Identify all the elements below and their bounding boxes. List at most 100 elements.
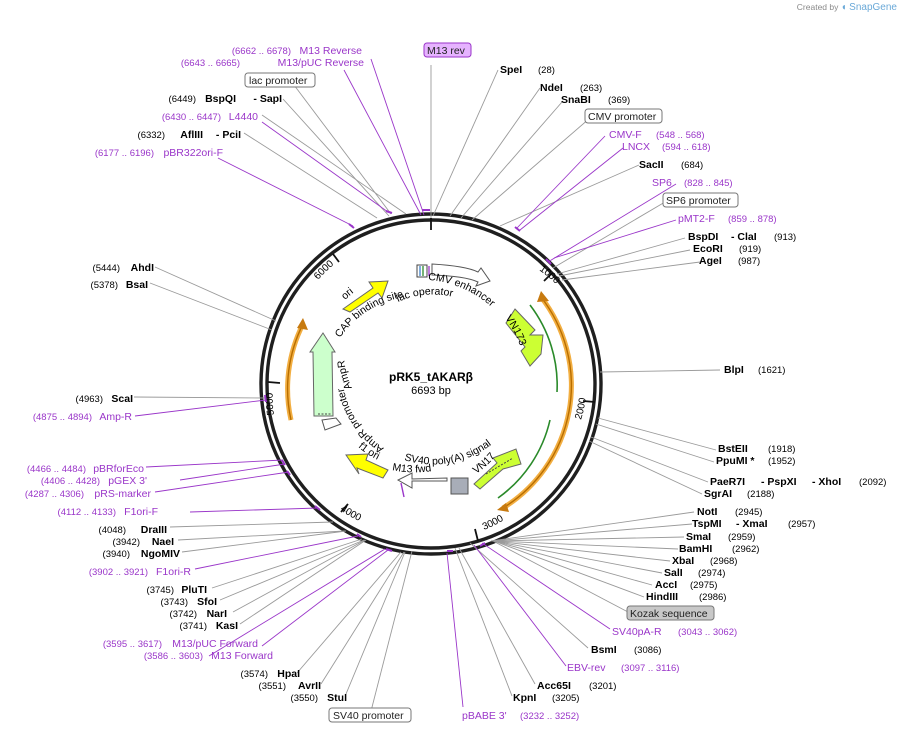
svg-text:(3745): (3745) (147, 585, 174, 596)
lac-promoter-box[interactable]: lac promoter (244, 72, 316, 88)
plasmid-length: 6693 bp (411, 385, 451, 397)
svg-text:(987): (987) (738, 256, 760, 267)
primer-m13-forward: M13 Forward (211, 650, 273, 662)
site-paer7i: PaeR7I (710, 476, 745, 488)
svg-text:(3551): (3551) (259, 681, 286, 692)
primer-m13puc-reverse: M13/pUC Reverse (278, 57, 365, 69)
m13-fwd-label: M13 fwd (391, 461, 432, 475)
svg-text:(3741): (3741) (180, 621, 207, 632)
site-bsai: BsaI (126, 279, 148, 291)
primer-pmt2-f: pMT2-F (678, 213, 715, 225)
site-snabi: SnaBI (561, 94, 591, 106)
primer-l4440: L4440 (229, 111, 258, 123)
svg-text:(3595 .. 3617): (3595 .. 3617) (103, 639, 162, 650)
site-hpai: HpaI (277, 668, 300, 680)
site-bamhi: BamHI (679, 543, 712, 555)
site-xhoi: - XhoI (812, 476, 841, 488)
site-afliii: AflIII (180, 129, 203, 141)
primer-f1ori-r: F1ori-R (156, 566, 191, 578)
svg-text:(3043 .. 3062): (3043 .. 3062) (678, 627, 737, 638)
site-ahdi: AhdI (131, 262, 154, 274)
svg-text:(4048): (4048) (99, 525, 126, 536)
primer-ebv-rev: EBV-rev (567, 662, 606, 674)
boxed-labels[interactable]: M13 rev lac promoter CMV promoter SP6 pr… (244, 42, 739, 723)
primer-sv40pa-r: SV40pA-R (612, 626, 662, 638)
svg-text:(3743): (3743) (161, 597, 188, 608)
svg-text:(4963): (4963) (76, 394, 103, 405)
svg-text:(3232 .. 3252): (3232 .. 3252) (520, 711, 579, 722)
feature-arrows (309, 263, 544, 498)
site-bspdi: BspDI (688, 231, 718, 243)
site-blpi: BlpI (724, 364, 744, 376)
lac-operator-label: lac operator (394, 285, 454, 304)
svg-text:(2974): (2974) (698, 568, 725, 579)
left-labels[interactable]: (6662 .. 6678) M13 Reverse (6643 .. 6665… (25, 45, 364, 704)
site-sgrai: SgrAI (704, 488, 732, 500)
plasmid-backbone (259, 212, 603, 556)
svg-text:(6177 .. 6196): (6177 .. 6196) (95, 148, 154, 159)
kozak-sequence-box[interactable]: Kozak sequence (626, 605, 715, 621)
svg-text:CMV promoter: CMV promoter (588, 111, 657, 123)
svg-text:(1621): (1621) (758, 365, 785, 376)
svg-text:(3942): (3942) (113, 537, 140, 548)
svg-text:lac promoter: lac promoter (249, 75, 308, 87)
site-kasi: KasI (216, 620, 238, 632)
tick-5000: 5000 (265, 392, 277, 416)
svg-text:M13 rev: M13 rev (427, 45, 466, 57)
svg-text:(28): (28) (538, 65, 555, 76)
site-kpni: KpnI (513, 692, 536, 704)
svg-text:Kozak sequence: Kozak sequence (630, 608, 708, 620)
primer-pbr322ori-f: pBR322ori-F (163, 147, 223, 159)
snapgene-watermark: Created by ◖ SnapGene (797, 2, 897, 13)
svg-text:(6662 .. 6678): (6662 .. 6678) (232, 46, 291, 57)
svg-text:(6449): (6449) (169, 94, 196, 105)
right-labels[interactable]: SpeI (28) NdeI (263) SnaBI (369) CMV-F (… (462, 64, 886, 722)
tick-2000: 2000 (573, 397, 589, 421)
site-bsmi: BsmI (591, 644, 617, 656)
svg-text:(2092): (2092) (859, 477, 886, 488)
primer-sp6: SP6 (652, 177, 672, 189)
svg-text:(3205): (3205) (552, 693, 579, 704)
svg-text:(3586 .. 3603): (3586 .. 3603) (144, 651, 203, 662)
site-tspmi: TspMI (692, 518, 722, 530)
sp6-promoter-box[interactable]: SP6 promoter (662, 192, 739, 208)
site-ndei: NdeI (540, 82, 563, 94)
m13-rev-box[interactable]: M13 rev (423, 42, 472, 58)
primer-pbabe3: pBABE 3' (462, 710, 507, 722)
svg-text:(3097 .. 3116): (3097 .. 3116) (621, 663, 679, 674)
site-avrii: AvrII (298, 680, 321, 692)
site-acc65i: Acc65I (537, 680, 571, 692)
svg-text:(859 .. 878): (859 .. 878) (728, 214, 777, 225)
leader-lines (133, 58, 721, 716)
svg-text:(263): (263) (580, 83, 602, 94)
svg-text:(1952): (1952) (768, 456, 795, 467)
site-pspxi: - PspXI (761, 476, 797, 488)
svg-text:(4287 .. 4306): (4287 .. 4306) (25, 489, 84, 500)
site-ecori: EcoRI (693, 243, 723, 255)
plasmid-name: pRK5_tAKARβ (389, 370, 473, 384)
svg-text:(2968): (2968) (710, 556, 737, 567)
ampr-label: AmpR (335, 359, 354, 391)
site-acci: AccI (655, 579, 677, 591)
site-pluti: PluTI (181, 584, 207, 596)
svg-text:(2188): (2188) (747, 489, 774, 500)
primer-prs-marker: pRS-marker (94, 488, 151, 500)
sv40-promoter-box[interactable]: SV40 promoter (328, 707, 412, 723)
site-stui: StuI (327, 692, 347, 704)
svg-text:(2986): (2986) (699, 592, 726, 603)
svg-text:(5444): (5444) (93, 263, 120, 274)
svg-text:(3902 .. 3921): (3902 .. 3921) (89, 567, 148, 578)
svg-text:(4112 .. 4133): (4112 .. 4133) (58, 507, 116, 518)
site-hindiii: HindIII (646, 591, 678, 603)
site-agei: AgeI (699, 255, 722, 267)
svg-text:(548 .. 568): (548 .. 568) (656, 130, 705, 141)
site-smai: SmaI (686, 531, 711, 543)
tick-marks (267, 218, 596, 542)
primer-pgex3: pGEX 3' (108, 475, 147, 487)
site-ppumi: PpuMI * (716, 455, 755, 467)
primer-cmv-f: CMV-F (609, 129, 642, 141)
cmv-promoter-box[interactable]: CMV promoter (584, 108, 663, 124)
svg-text:(3742): (3742) (170, 609, 197, 620)
site-spei: SpeI (500, 64, 522, 76)
